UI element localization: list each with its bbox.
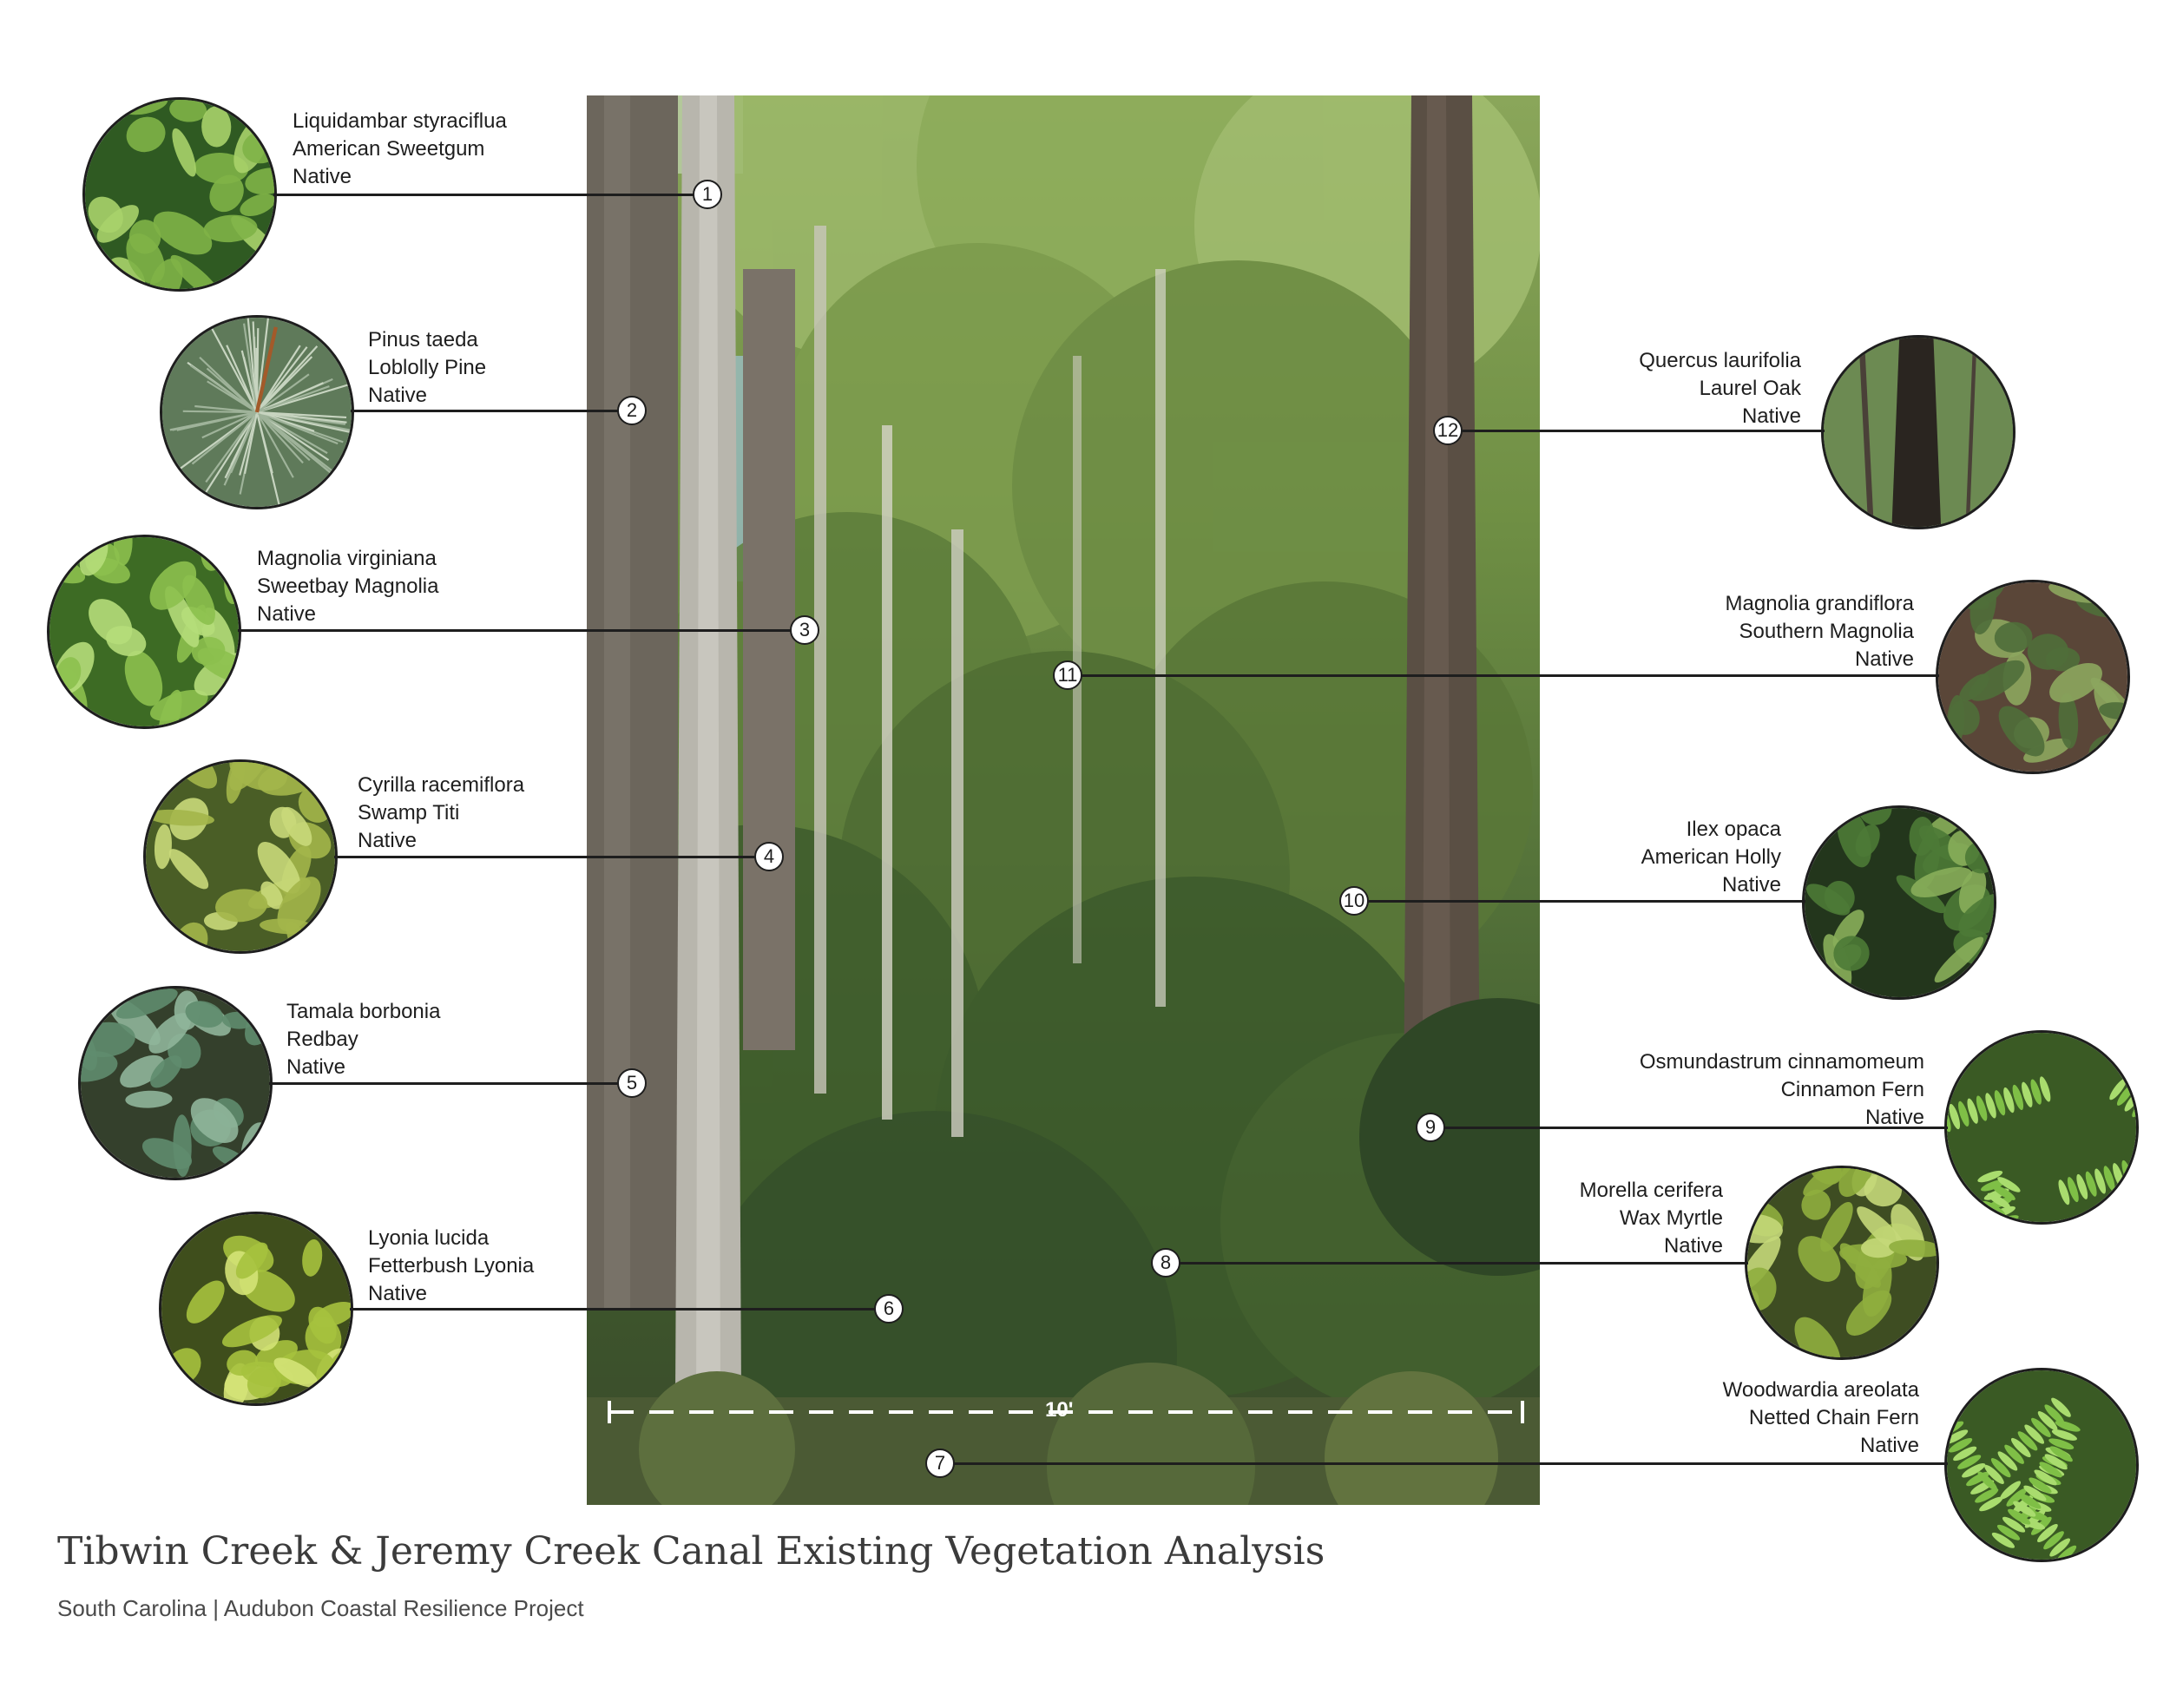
common-name: Laurel Oak bbox=[1699, 377, 1801, 400]
common-name: Southern Magnolia bbox=[1739, 620, 1914, 643]
marker-3: 3 bbox=[790, 615, 819, 645]
common-name: American Holly bbox=[1641, 845, 1781, 869]
native-status: Native bbox=[286, 1055, 346, 1079]
leader-line-redbay bbox=[269, 1082, 632, 1085]
scientific-name: Morella cerifera bbox=[1579, 1179, 1723, 1202]
leader-line-wax-myrtle bbox=[1166, 1262, 1748, 1265]
page-title: Tibwin Creek & Jeremy Creek Canal Existi… bbox=[57, 1529, 1325, 1573]
page-subtitle: South Carolina | Audubon Coastal Resilie… bbox=[57, 1595, 584, 1621]
common-name: Fetterbush Lyonia bbox=[368, 1254, 535, 1278]
native-status: Native bbox=[293, 165, 352, 188]
common-name: Swamp Titi bbox=[358, 801, 460, 824]
swatch-redbay bbox=[78, 986, 273, 1180]
marker-8: 8 bbox=[1151, 1248, 1180, 1278]
swatch-sweetbay-magnolia bbox=[47, 535, 241, 729]
swatch-loblolly-pine bbox=[160, 315, 354, 509]
swatch-american-holly bbox=[1802, 805, 1996, 1000]
scientific-name: Quercus laurifolia bbox=[1639, 349, 1801, 372]
leader-line-southern-magnolia bbox=[1068, 674, 1939, 677]
native-status: Native bbox=[368, 1282, 428, 1305]
scientific-name: Liquidambar styraciflua bbox=[293, 109, 507, 133]
native-status: Native bbox=[1721, 873, 1781, 897]
leader-line-american-sweetgum bbox=[273, 194, 707, 196]
native-status: Native bbox=[1859, 1434, 1919, 1457]
marker-9: 9 bbox=[1416, 1113, 1445, 1142]
swatch-swamp-titi bbox=[143, 759, 338, 954]
native-status: Native bbox=[368, 384, 428, 407]
marker-11: 11 bbox=[1053, 660, 1082, 690]
marker-2: 2 bbox=[617, 396, 647, 425]
native-status: Native bbox=[257, 602, 317, 626]
marker-1: 1 bbox=[693, 180, 722, 209]
swatch-fetterbush-lyonia bbox=[159, 1212, 353, 1406]
forest-photo bbox=[587, 95, 1540, 1505]
common-name: Loblolly Pine bbox=[368, 356, 487, 379]
scientific-name: Ilex opaca bbox=[1686, 818, 1781, 841]
swatch-wax-myrtle bbox=[1745, 1166, 1939, 1360]
scientific-name: Woodwardia areolata bbox=[1722, 1378, 1919, 1402]
swatch-laurel-oak bbox=[1821, 335, 2015, 529]
scientific-name: Magnolia grandiflora bbox=[1725, 592, 1914, 615]
common-name: Redbay bbox=[286, 1028, 358, 1051]
scientific-name: Magnolia virginiana bbox=[257, 547, 437, 570]
native-status: Native bbox=[1663, 1234, 1723, 1258]
scale-bar bbox=[608, 1401, 1524, 1423]
marker-12: 12 bbox=[1433, 416, 1463, 445]
scientific-name: Lyonia lucida bbox=[368, 1226, 490, 1250]
leader-line-netted-chain-fern bbox=[940, 1462, 1948, 1465]
scientific-name: Osmundastrum cinnamomeum bbox=[1639, 1050, 1924, 1074]
native-status: Native bbox=[1864, 1106, 1924, 1129]
swatch-southern-magnolia bbox=[1936, 580, 2130, 774]
native-status: Native bbox=[1854, 647, 1914, 671]
leader-line-laurel-oak bbox=[1448, 430, 1825, 432]
leader-line-american-holly bbox=[1354, 900, 1805, 903]
common-name: Cinnamon Fern bbox=[1780, 1078, 1924, 1101]
scientific-name: Pinus taeda bbox=[368, 328, 478, 351]
marker-6: 6 bbox=[874, 1294, 904, 1324]
common-name: Sweetbay Magnolia bbox=[257, 575, 439, 598]
native-status: Native bbox=[358, 829, 418, 852]
leader-line-cinnamon-fern bbox=[1430, 1127, 1948, 1129]
scale-label: 10' bbox=[1045, 1398, 1074, 1422]
leader-line-swamp-titi bbox=[334, 856, 769, 858]
scientific-name: Tamala borbonia bbox=[286, 1000, 441, 1023]
marker-7: 7 bbox=[925, 1449, 955, 1478]
leader-line-sweetbay-magnolia bbox=[238, 629, 805, 632]
swatch-american-sweetgum bbox=[82, 97, 277, 292]
swatch-cinnamon-fern bbox=[1944, 1030, 2139, 1225]
common-name: Netted Chain Fern bbox=[1748, 1406, 1919, 1429]
marker-4: 4 bbox=[754, 842, 784, 871]
leader-line-fetterbush-lyonia bbox=[350, 1308, 889, 1311]
native-status: Native bbox=[1741, 404, 1801, 428]
leader-line-loblolly-pine bbox=[351, 410, 632, 412]
swatch-netted-chain-fern bbox=[1944, 1368, 2139, 1562]
marker-5: 5 bbox=[617, 1068, 647, 1098]
marker-10: 10 bbox=[1339, 886, 1369, 916]
scientific-name: Cyrilla racemiflora bbox=[358, 773, 525, 797]
common-name: American Sweetgum bbox=[293, 137, 485, 161]
common-name: Wax Myrtle bbox=[1619, 1206, 1723, 1230]
